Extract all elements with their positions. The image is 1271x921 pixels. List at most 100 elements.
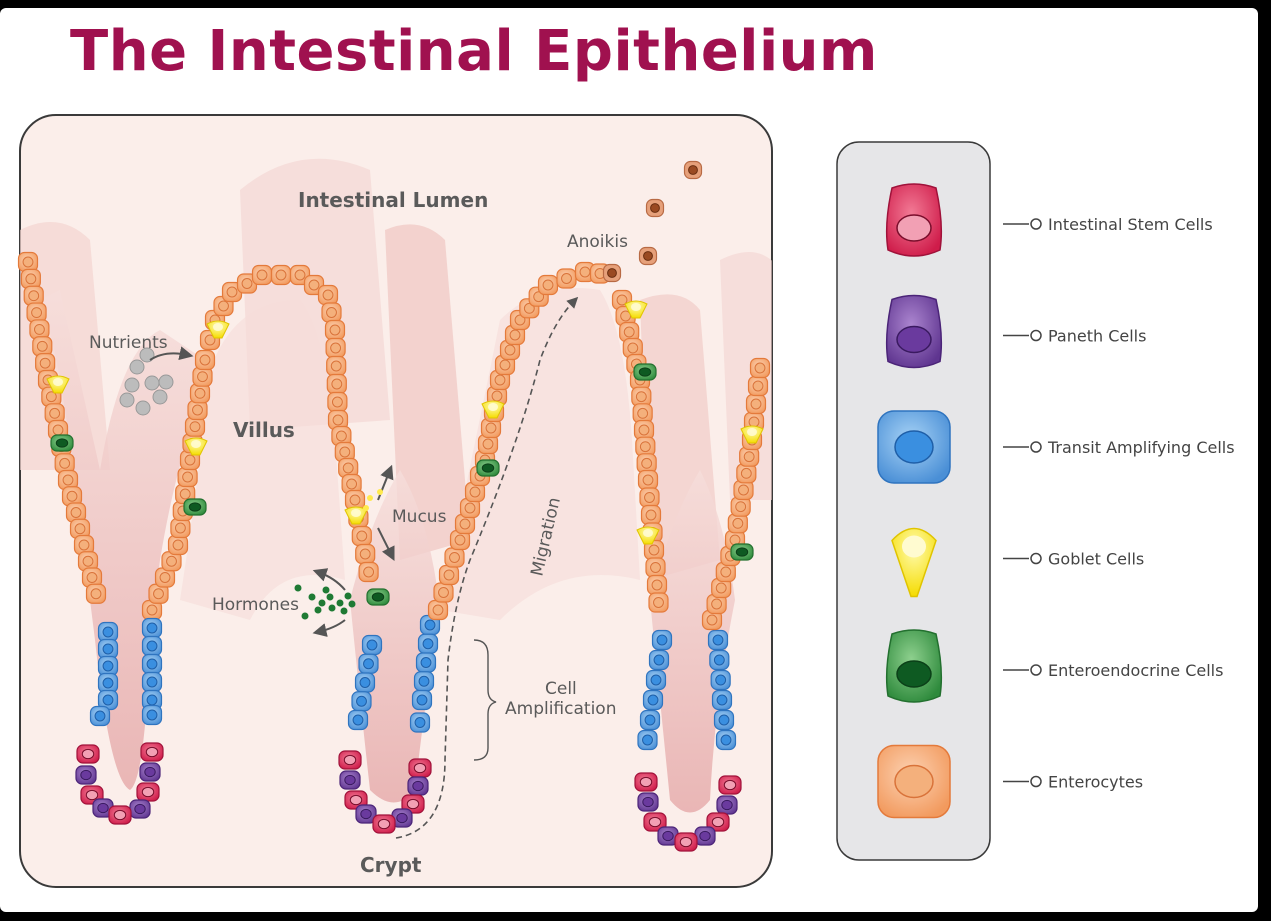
anoikis-cell [645,198,665,218]
crypt-label: Crypt [360,853,422,877]
hormone-arrow-down [312,619,346,637]
enterocyte-cell [326,355,347,377]
goblet-cell [206,320,230,339]
legend-label: Enteroendocrine Cells [1048,661,1223,680]
paneth-cell [339,770,361,790]
anoikis-label: Anoikis [567,232,628,252]
legend-label: Goblet Cells [1048,550,1144,569]
annotations [119,296,579,839]
stem-cell [401,794,425,814]
transit-amplifying-cell [709,649,730,671]
paneth-cell [637,792,659,812]
goblet-cell [740,425,764,444]
enterocyte-cell [161,551,182,572]
enterocyte-cell [73,534,95,556]
mucus-droplet [367,495,373,501]
transit-amplifying-cell [713,709,735,731]
stem-cell [718,775,742,795]
enterocyte-cell [643,539,665,561]
anoikis-cell [638,246,658,266]
enterocyte-cell [454,513,476,535]
transit-amplifying-cell [415,652,437,673]
hormone-particle [348,600,356,608]
enterocyte-cell [433,582,454,603]
stem-cell [140,742,164,762]
paneth-cell [92,798,114,818]
hormone-particle [308,593,316,601]
enterocyte-cell [619,321,640,343]
enterocyte-cell [20,268,41,289]
enterocyte-cell [499,339,521,361]
transit-amplifying-cell [141,617,163,639]
hormone-particle [318,599,326,607]
mucus-droplet [377,489,383,495]
stem-cell [674,832,698,852]
mucus-arrow-down [377,527,395,562]
transit-amplifying-cell [639,709,661,731]
enterocyte-cell [327,391,348,413]
enterocyte-cell [251,264,273,286]
nutrient-particle [135,400,151,416]
enterocyte-cell [35,353,56,374]
amplification-bracket [473,639,497,761]
enterocyte-cell [427,599,449,621]
nutrients-label: Nutrients [89,333,168,353]
transit-amplifying-cell [413,671,435,692]
hormone-particle [336,599,344,607]
nutrient-arrow [149,346,194,361]
enterocyte-cell [464,481,486,503]
transit-amplifying-cell [354,672,376,693]
legend-item: Transit Amplifying Cells [877,410,1235,484]
paneth-cell-icon [885,294,943,369]
enterocyte-cell [326,373,347,395]
legend-bullet [1030,218,1042,230]
transit-amplifying-cell [417,633,439,654]
stem-cell [706,812,730,832]
amplification-label-line1: Cell [545,679,577,699]
enterocyte-cell [54,453,75,474]
goblet-cell [624,300,648,319]
legend-bullet [1030,329,1042,342]
transit-amplifying-cell [97,655,119,677]
stem-cell-icon [885,183,943,257]
hormone-particle [326,593,334,601]
legend-bullet [1030,441,1042,453]
enterocyte-cell [167,534,189,556]
legend-label: Intestinal Stem Cells [1048,215,1213,234]
goblet-cell [481,400,505,419]
nutrient-particle [124,377,140,393]
enterocyte-cell [77,551,99,572]
lumen-label: Intestinal Lumen [298,188,488,212]
nutrient-particle [119,392,135,408]
hormone-particle [294,584,302,592]
legend-item: Enteroendocrine Cells [885,629,1223,703]
enterocyte-cell [170,517,191,539]
enterocyte-cell [148,583,169,604]
stem-cell [643,812,667,832]
transit-amplifying-cell [642,689,664,711]
transit-amplifying-cell [409,712,431,733]
hormone-arrow-up [312,568,346,591]
enteroendocrine-cell [183,498,207,516]
enterocyte-cell [177,466,198,488]
paneth-cell [75,765,97,785]
enterocyte-cell [355,543,376,565]
legend-bullet [1030,775,1042,788]
legend-label: Paneth Cells [1048,327,1146,346]
goblet-cell [46,375,70,394]
enterocyte-cell [85,583,107,604]
enterocyte-cell [444,547,465,568]
stem-cell [108,805,132,825]
enterocyte-cell [635,436,656,457]
transit-amplifying-cell [651,629,673,651]
enterocyte-cell [17,251,39,273]
transit-amplifying-cell [419,614,441,636]
enterocyte-cell [187,399,208,421]
enterocyte-cell [303,274,325,296]
transit-amplifying-cell [711,689,733,711]
transit-amplifying-cell [141,704,163,726]
stem-cell [76,744,100,764]
transit-amplifying-cell [358,653,379,674]
nutrient-particle [144,375,160,391]
